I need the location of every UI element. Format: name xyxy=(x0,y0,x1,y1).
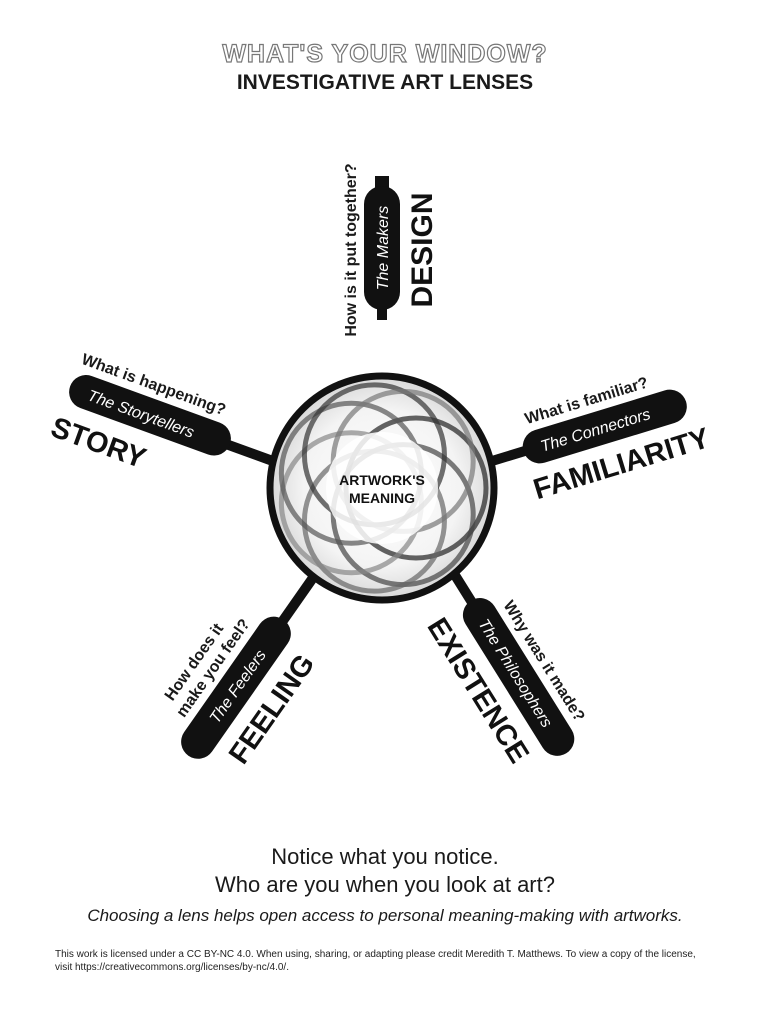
lens-design-question: How is it put together? xyxy=(343,163,360,336)
lens-design-name: DESIGN xyxy=(406,192,439,307)
page-title: INVESTIGATIVE ART LENSES xyxy=(236,71,534,94)
lens-feeling-handle xyxy=(181,616,291,759)
license-text: This work is licensed under a CC BY-NC 4… xyxy=(55,949,696,973)
lens-diagram: The Makers How is it put together? DESIG… xyxy=(47,163,714,770)
lens-design: The Makers How is it put together? DESIG… xyxy=(343,163,439,336)
footer: Notice what you notice. Who are you when… xyxy=(0,843,770,927)
central-lens: ARTWORK'S MEANING xyxy=(266,372,498,604)
lens-design-group: The Makers xyxy=(375,206,392,290)
notice-line-2: Who are you when you look at art? xyxy=(215,872,555,897)
lens-story: The Storytellers What is happening? STOR… xyxy=(47,351,294,475)
lens-story-handle xyxy=(69,375,231,456)
lens-familiarity-handle xyxy=(522,389,687,464)
lens-design-handle xyxy=(364,186,400,310)
center-label-line2: MEANING xyxy=(349,490,415,506)
notice-line-1: Notice what you notice. xyxy=(271,844,499,869)
lens-existence-handle xyxy=(462,598,575,756)
outline-title: WHAT'S YOUR WINDOW? xyxy=(222,39,548,68)
header: WHAT'S YOUR WINDOW? INVESTIGATIVE ART LE… xyxy=(0,39,770,96)
center-label-line1: ARTWORK'S xyxy=(339,472,425,488)
tagline: Choosing a lens helps open access to per… xyxy=(87,906,683,925)
